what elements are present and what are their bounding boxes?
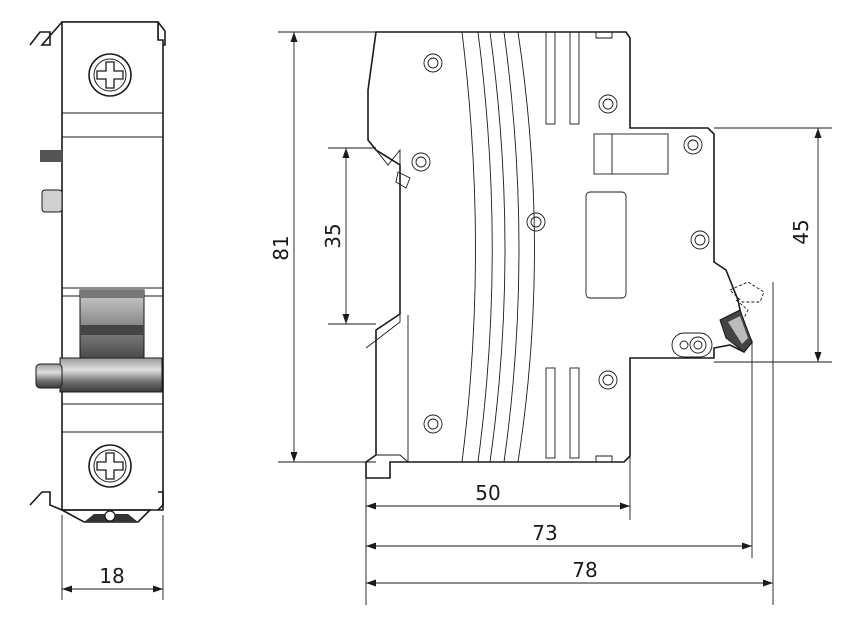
rivet-icon (683, 135, 703, 155)
dim-label-50: 50 (475, 481, 500, 505)
dim-label-45: 45 (789, 219, 813, 244)
dim-label-18: 18 (99, 564, 124, 588)
vent-slots (545, 31, 580, 459)
side-toggle-lever (719, 281, 765, 353)
indicator-tab (40, 150, 62, 162)
rivet-icon (411, 152, 431, 172)
side-latch (41, 189, 63, 213)
dimension-depth-50: 50 (366, 481, 630, 510)
dimension-depth-78: 78 (366, 558, 773, 587)
rivet-icon (423, 414, 443, 434)
bottom-mounting-clip (29, 491, 164, 511)
trip-indicator-window (593, 133, 669, 175)
cross-head-screw-icon (88, 444, 132, 488)
rivet-icon (690, 230, 710, 250)
rivet-icon (671, 332, 713, 358)
side-body (365, 31, 753, 479)
rivet-icon (423, 53, 443, 73)
dimension-depth-73: 73 (366, 521, 752, 550)
dim-label-73: 73 (532, 521, 557, 545)
dim-label-78: 78 (572, 558, 597, 582)
label-window (585, 191, 627, 299)
rivet-icon (598, 370, 618, 390)
dim-label-35: 35 (321, 223, 345, 248)
rivet-icon (526, 212, 546, 232)
side-view: 81 35 45 50 73 (269, 31, 832, 605)
dimension-din-rail-35: 35 (321, 147, 376, 325)
front-view: 18 (29, 21, 166, 600)
rivet-icon (598, 94, 618, 114)
cross-head-screw-icon (88, 53, 132, 97)
dim-label-81: 81 (269, 235, 293, 260)
housing-ribs (461, 31, 535, 463)
dimension-height-81: 81 (269, 31, 376, 463)
dimension-width-18: 18 (61, 515, 164, 600)
toggle-handle (35, 289, 163, 393)
